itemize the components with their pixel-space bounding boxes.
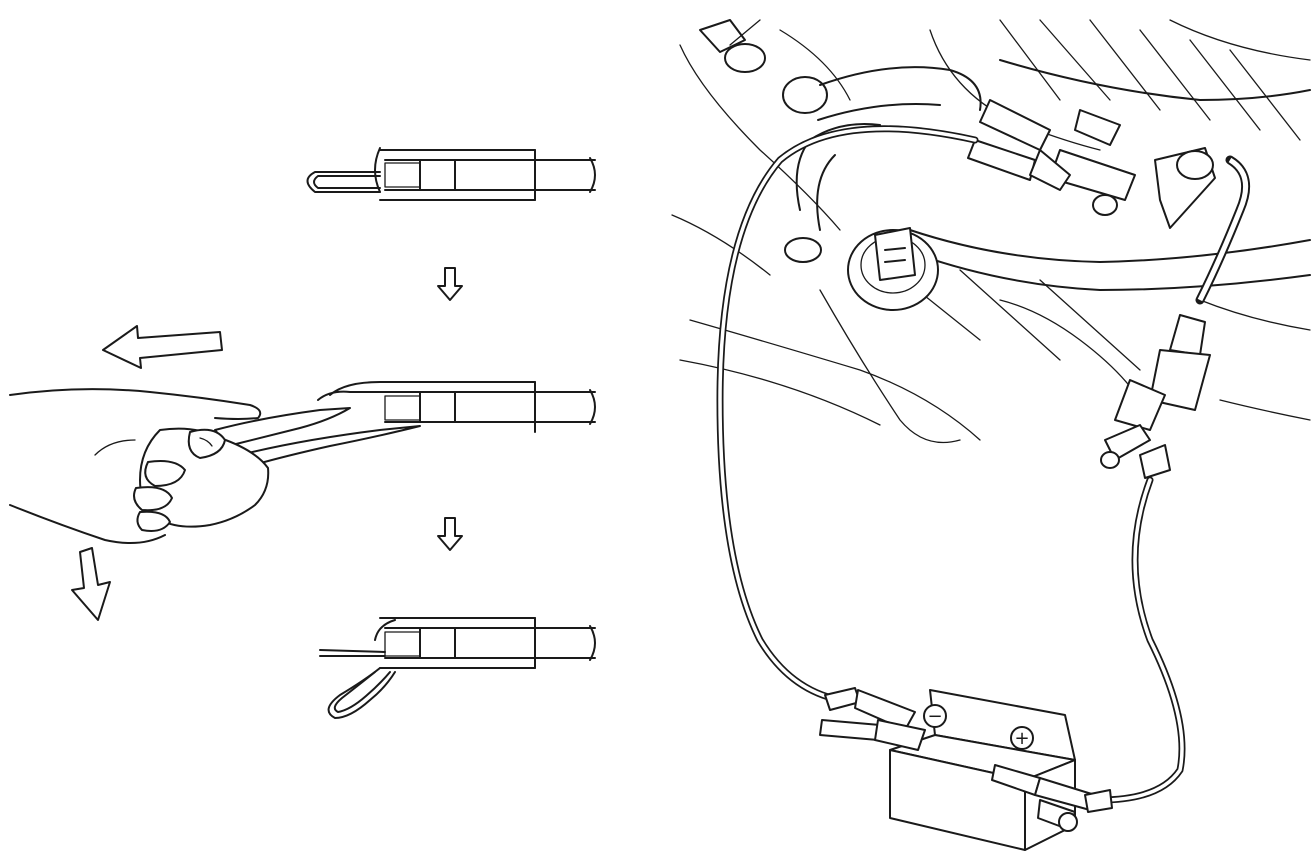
down-arrow-icon	[437, 267, 463, 301]
engine-hoses	[699, 19, 1311, 291]
step-3-clip-released	[319, 617, 596, 719]
down-arrow-icon	[437, 517, 463, 551]
positive-test-lead	[1096, 476, 1186, 804]
negative-terminal	[923, 704, 947, 728]
negative-symbol: −	[927, 706, 942, 727]
clip-removal-steps	[9, 147, 596, 719]
hose-clamp	[724, 43, 766, 73]
pull-down-arrow-icon	[71, 547, 111, 621]
positive-terminal	[1010, 726, 1034, 750]
test-harness	[1100, 155, 1251, 479]
battery-test-wiring: − +	[671, 19, 1311, 851]
hose-clamp	[782, 76, 828, 114]
hand-holding-pliers	[9, 388, 270, 545]
battery: − +	[889, 689, 1076, 851]
step-1-clip-attached	[306, 147, 596, 201]
positive-symbol: +	[1014, 728, 1029, 749]
positive-battery-clamp	[991, 764, 1113, 832]
negative-battery-clamp	[819, 687, 926, 751]
engine-bay-background	[671, 19, 1311, 444]
connector-assembly	[1049, 109, 1216, 229]
negative-test-lead	[716, 125, 979, 704]
fuel-injector	[847, 227, 939, 311]
alligator-clip-top	[967, 99, 1071, 191]
pull-left-arrow-icon	[102, 325, 223, 369]
step-2-pliers-pulling	[214, 381, 596, 467]
hose-clamp	[784, 237, 822, 263]
